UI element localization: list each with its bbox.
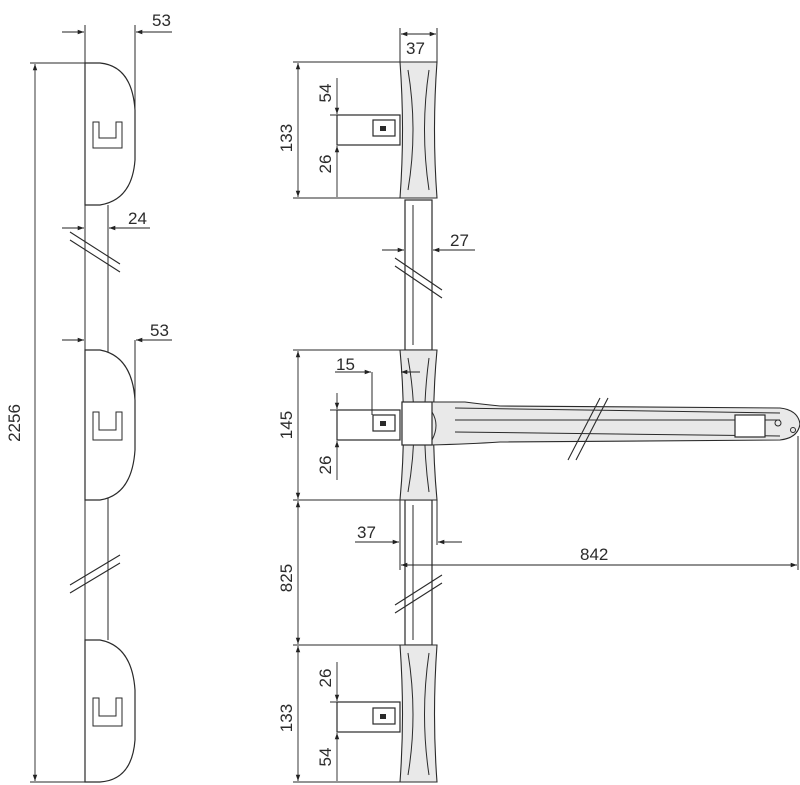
front-tube-break-lower: [394, 574, 443, 614]
side-mid-bracket: [84, 349, 136, 501]
side-bottom-bracket: [84, 639, 136, 783]
side-break-upper: [69, 231, 121, 273]
side-bottom-clip: [92, 697, 123, 727]
dim-label-26-mid: 26: [316, 456, 335, 475]
dim-label-2256: 2256: [5, 404, 24, 442]
side-mid-clip: [92, 411, 123, 441]
front-tube-break-upper: [394, 257, 443, 299]
front-tube-lower: [404, 499, 433, 646]
front-tube-upper: [404, 199, 433, 351]
front-top-bracket: [399, 61, 438, 199]
side-break-lower: [69, 554, 121, 594]
dim-label-54-bottom: 54: [316, 748, 335, 767]
dim-label-145: 145: [277, 411, 296, 439]
dim-label-54-top: 54: [316, 84, 335, 103]
dim-label-24: 24: [128, 209, 147, 228]
side-top-bracket: [84, 62, 136, 206]
dim-label-133-bottom: 133: [277, 704, 296, 732]
dim-label-53-mid: 53: [150, 321, 169, 340]
dim-label-26-top: 26: [316, 155, 335, 174]
dim-label-37-top: 37: [406, 39, 425, 58]
dim-label-842: 842: [580, 545, 608, 564]
dim-label-133-top: 133: [277, 124, 296, 152]
side-view: 2256 53 24 53: [5, 11, 172, 783]
dim-label-825: 825: [277, 564, 296, 592]
side-top-clip: [92, 121, 123, 149]
dim-label-15: 15: [336, 355, 355, 374]
dim-label-27: 27: [450, 231, 469, 250]
dim-label-37-lower: 37: [357, 523, 376, 542]
dim-label-26-bottom: 26: [316, 669, 335, 688]
front-view: 37 133 54 26 27 15 145 26: [277, 28, 800, 783]
dim-label-53-top: 53: [152, 11, 171, 30]
front-arm-break: [567, 397, 609, 461]
front-bottom-bracket: [399, 644, 438, 783]
